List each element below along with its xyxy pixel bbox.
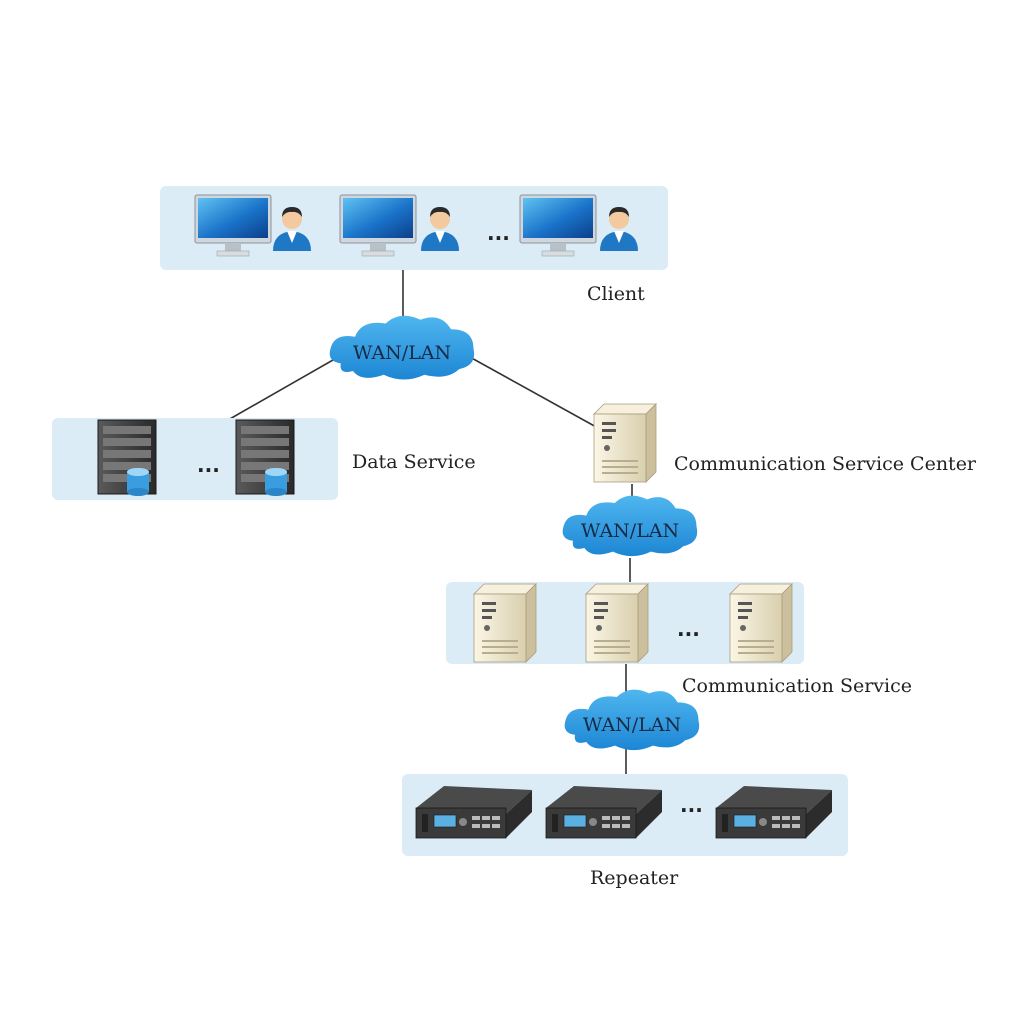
data-service-panel [52, 418, 338, 500]
tower-server-icon [473, 583, 537, 663]
tower-server-icon [593, 403, 657, 483]
cloud-wan-lan: WAN/LAN [329, 315, 475, 380]
connection-lines [227, 270, 633, 774]
line-cloud-data-service [227, 355, 341, 421]
line-cloud-comm-center [467, 355, 599, 429]
comm-service-group: ... Communication Service [446, 582, 912, 697]
database-server-icon [235, 419, 295, 497]
database-server-icon [97, 419, 157, 497]
comm-center-label: Communication Service Center [674, 453, 977, 475]
cloud-label: WAN/LAN [581, 520, 679, 542]
cloud-wan-lan: WAN/LAN [562, 495, 698, 557]
ellipsis: ... [197, 453, 220, 477]
repeater-group: ... Repeater [402, 774, 848, 889]
ellipsis: ... [677, 617, 700, 641]
client-label: Client [587, 283, 645, 305]
tower-server-icon [729, 583, 793, 663]
comm-center-group: Communication Service Center [593, 403, 977, 483]
cloud-wan-lan: WAN/LAN [564, 689, 700, 751]
comm-service-label: Communication Service [682, 675, 912, 697]
data-service-group: ... Data Service [52, 418, 476, 500]
cloud-label: WAN/LAN [353, 342, 451, 364]
data-service-label: Data Service [352, 451, 476, 473]
ellipsis: ... [487, 221, 510, 245]
tower-server-icon [585, 583, 649, 663]
repeater-label: Repeater [590, 867, 679, 889]
cloud-label: WAN/LAN [583, 714, 681, 736]
ellipsis: ... [680, 793, 703, 817]
client-group: ... Client [160, 186, 668, 305]
